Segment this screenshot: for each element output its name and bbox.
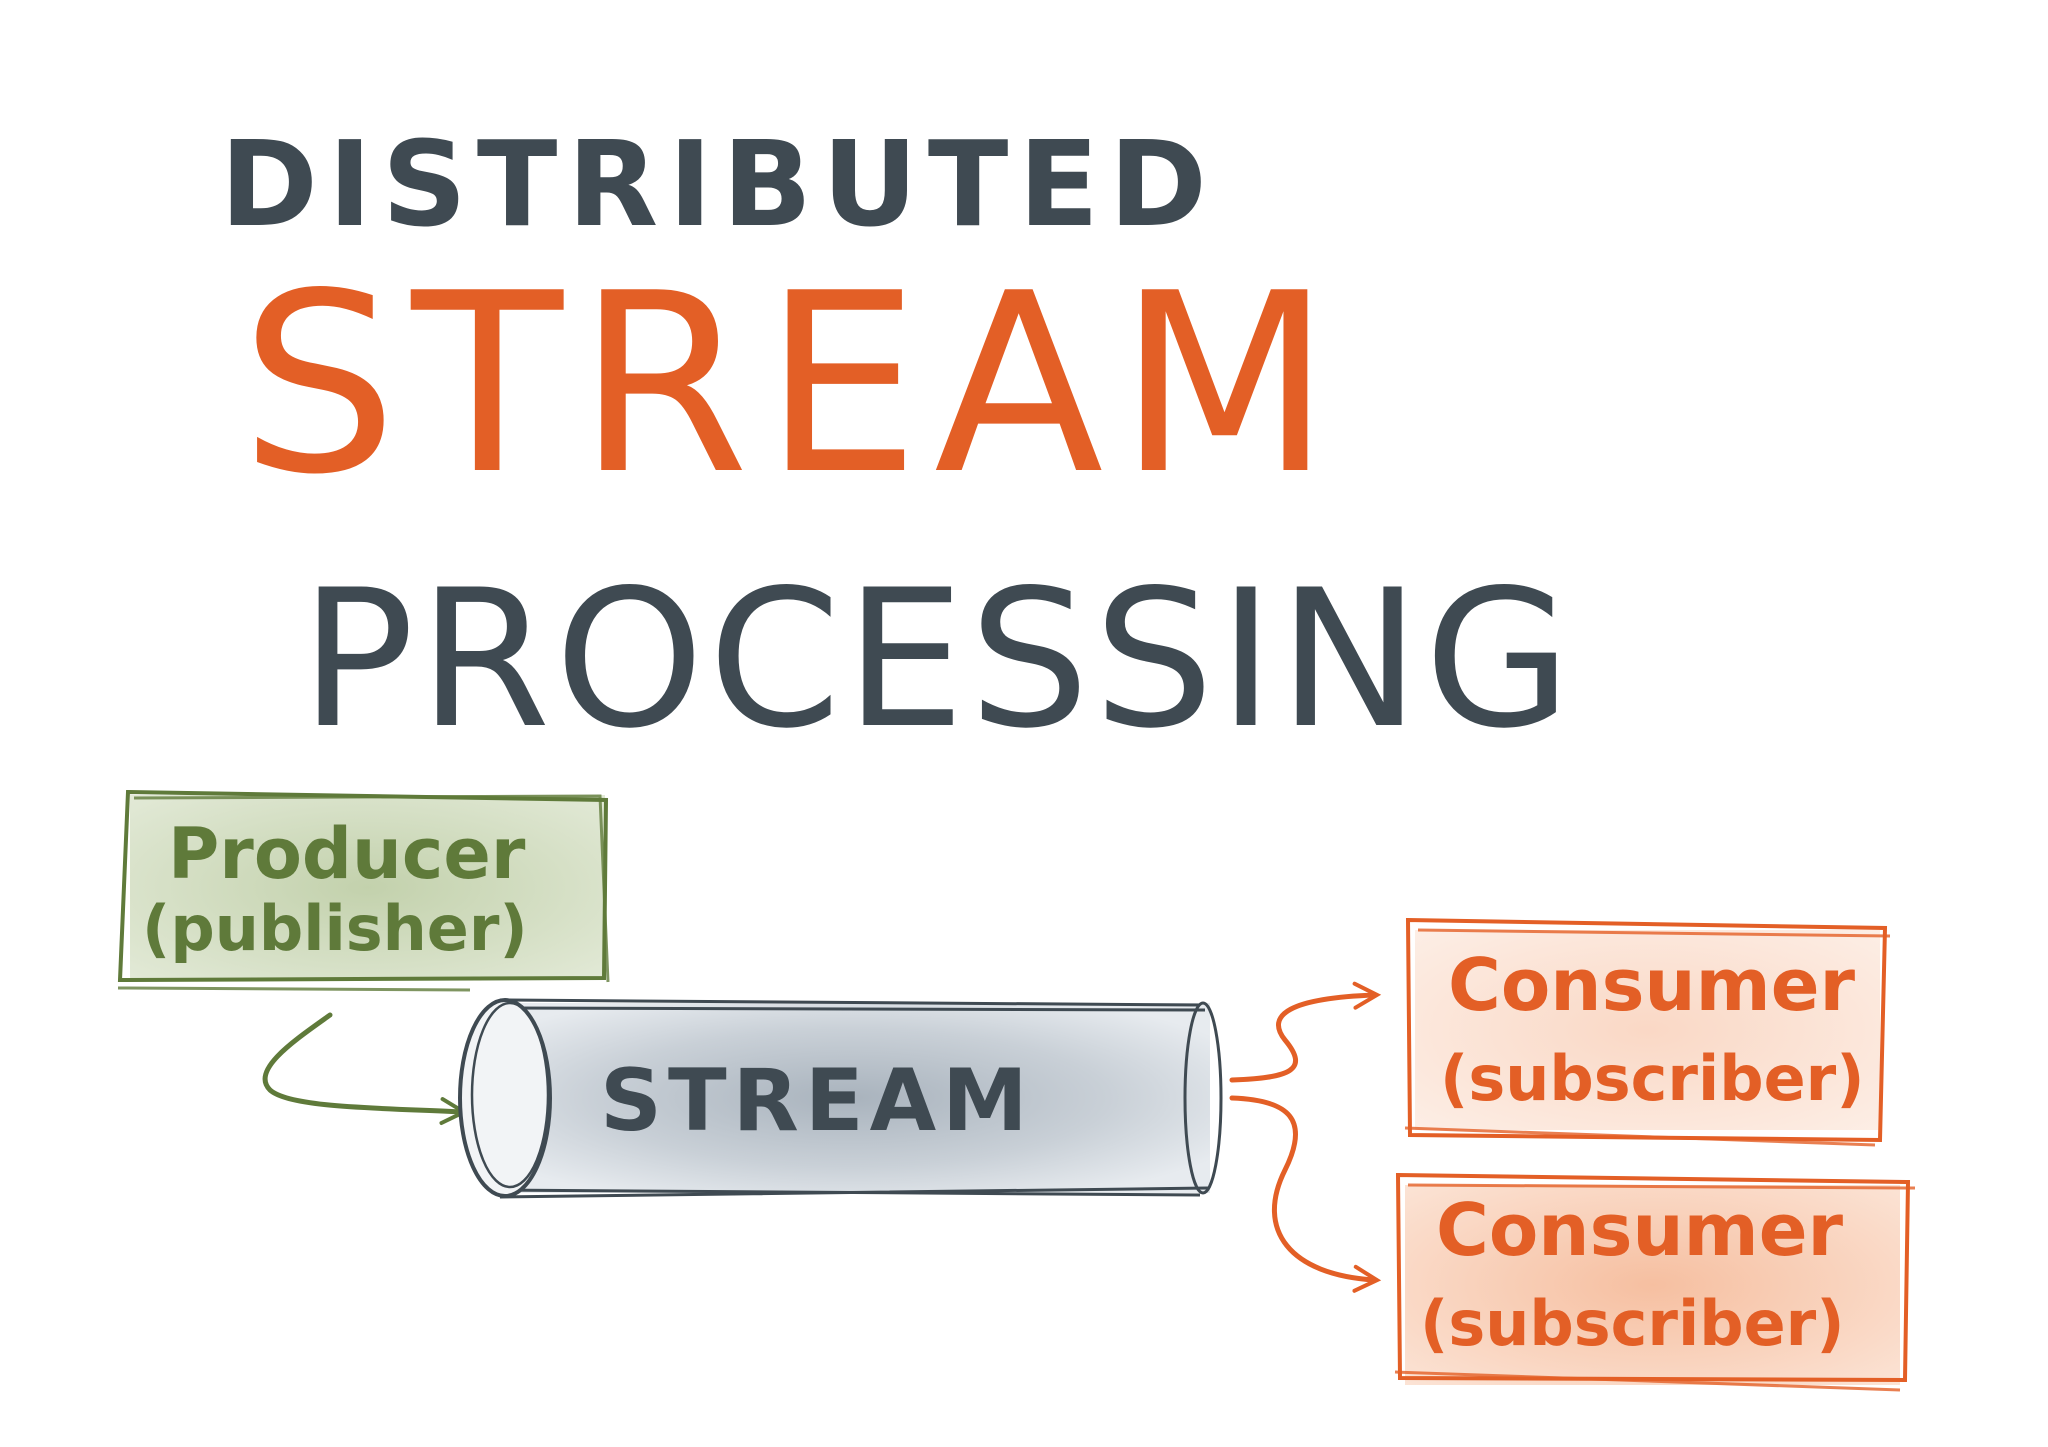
title-distributed: DISTRIBUTED (220, 115, 1217, 253)
consumer-box-2: Consumer (subscriber) (1394, 1172, 1916, 1392)
stream-to-consumer-1-arrow (1229, 981, 1382, 1083)
consumer-2-sublabel: (subscriber) (1420, 1287, 1845, 1360)
producer-sublabel: (publisher) (142, 892, 528, 965)
stream-cylinder: STREAM (458, 998, 1223, 1199)
consumer-1-label: Consumer (1448, 943, 1856, 1027)
producer-label: Producer (168, 813, 526, 895)
title-processing: PROCESSING (300, 549, 1575, 770)
stream-to-consumer-2-arrow (1229, 1095, 1382, 1293)
producer-box: Producer (publisher) (117, 789, 610, 992)
consumer-2-label: Consumer (1436, 1188, 1844, 1272)
producer-to-stream-arrow (262, 1012, 469, 1126)
consumer-1-sublabel: (subscriber) (1440, 1042, 1865, 1115)
title-stream: STREAM (240, 241, 1346, 529)
consumer-box-1: Consumer (subscriber) (1404, 917, 1891, 1147)
stream-label: STREAM (600, 1051, 1034, 1151)
